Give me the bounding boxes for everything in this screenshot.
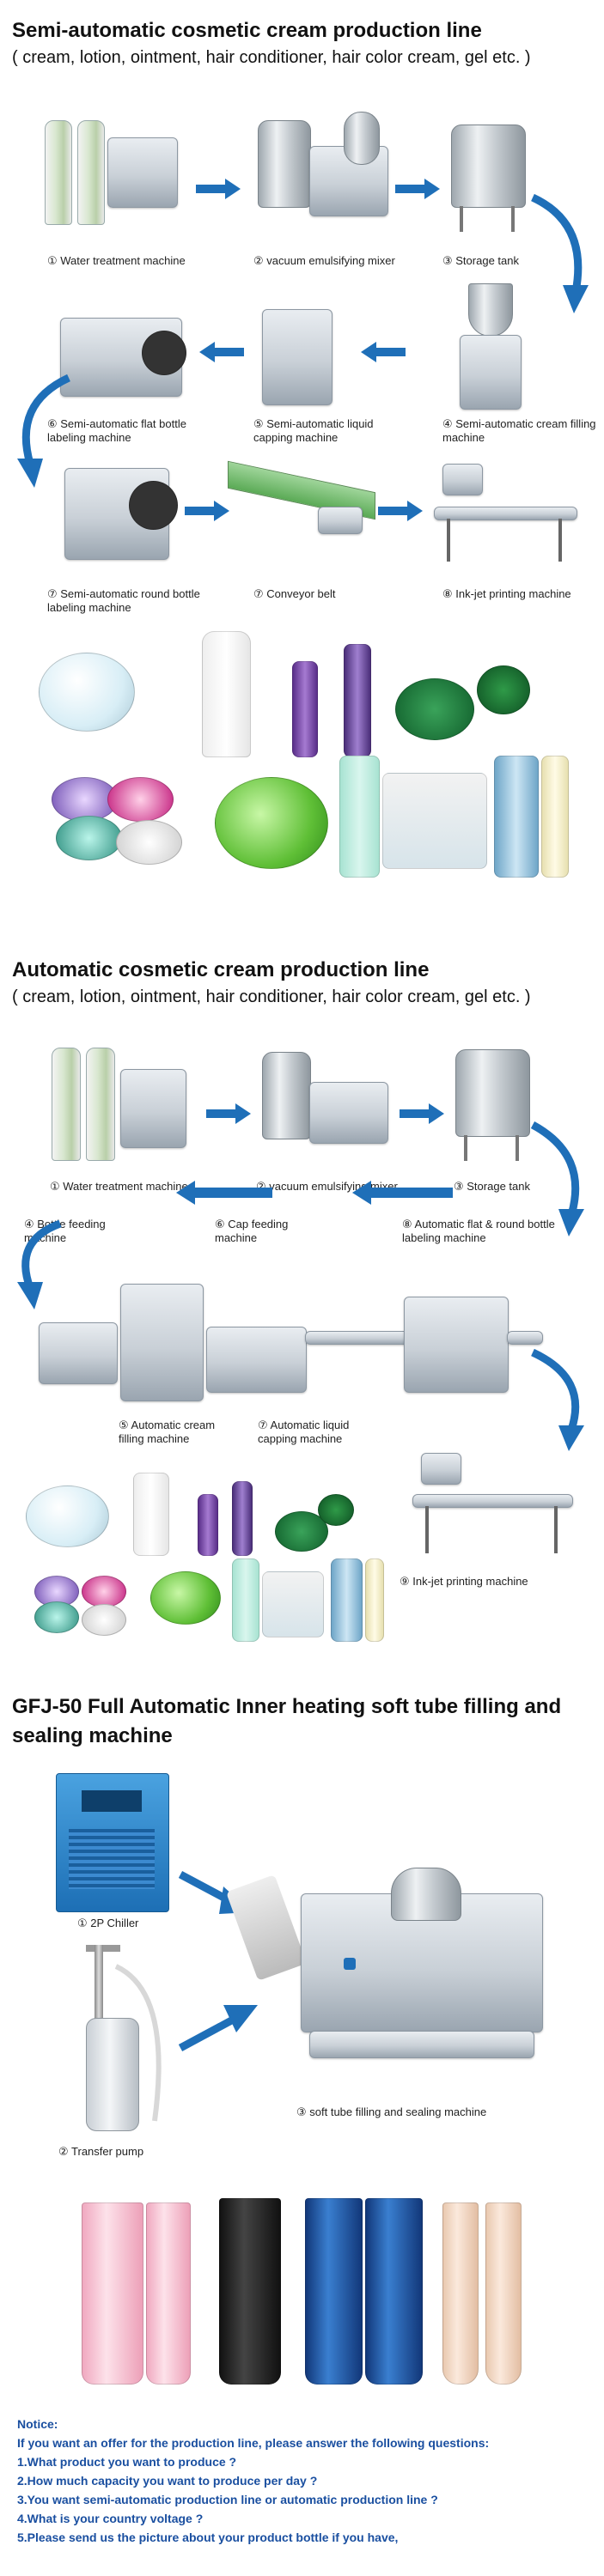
step-liquid-capping: ⑤ Semi-automatic liquid capping machine [253, 417, 374, 444]
step-ink-jet: ⑧ Ink-jet printing machine [442, 587, 571, 600]
step3-tube-machine: ③ soft tube filling and sealing machine [296, 2105, 487, 2118]
step2-storage-tank: ③ Storage tank [454, 1180, 530, 1193]
step2-labeling: ⑧ Automatic flat & round bottle labeling… [402, 1218, 555, 1244]
section1-subtitle: ( cream, lotion, ointment, hair conditio… [12, 48, 531, 67]
arrow-left-icon [195, 1188, 272, 1198]
step-cream-filling: ④ Semi-automatic cream filling machine [442, 417, 596, 444]
curved-arrow-icon [530, 1121, 584, 1236]
curved-arrow-icon [531, 193, 589, 313]
section1-title: Semi-automatic cosmetic cream production… [12, 19, 482, 42]
curved-arrow-icon [531, 1348, 584, 1451]
section3-title-line2: sealing machine [12, 1724, 173, 1747]
notice-question-3: 3.You want semi-automatic production lin… [17, 2493, 438, 2506]
arrow-right-icon [178, 2005, 258, 2051]
section2-title: Automatic cosmetic cream production line [12, 958, 430, 981]
section2-subtitle: ( cream, lotion, ointment, hair conditio… [12, 987, 531, 1006]
arrow-left-icon [361, 342, 376, 362]
arrow-left-icon [215, 348, 244, 356]
arrow-right-icon [424, 179, 440, 199]
notice-question-1: 1.What product you want to produce ? [17, 2455, 237, 2469]
step2-water-treatment: ① Water treatment machine [50, 1180, 188, 1193]
step-flat-labeling: ⑥ Semi-automatic flat bottle labeling ma… [47, 417, 186, 444]
step3-transfer-pump: ② Transfer pump [58, 2145, 144, 2158]
step-storage-tank: ③ Storage tank [442, 254, 519, 267]
notice-question-4: 4.What is your country voltage ? [17, 2512, 204, 2525]
arrow-left-icon [199, 342, 215, 362]
arrow-right-icon [196, 185, 225, 193]
step2-ink-jet: ⑨ Ink-jet printing machine [400, 1575, 528, 1588]
notice-question-2: 2.How much capacity you want to produce … [17, 2474, 318, 2488]
arrow-right-icon [214, 501, 229, 521]
arrow-left-icon [376, 348, 406, 356]
arrow-left-icon [176, 1181, 195, 1205]
notice-question-5: 5.Please send us the picture about your … [17, 2530, 399, 2544]
curved-arrow-icon [17, 1219, 62, 1309]
notice-block: Notice: If you want an offer for the pro… [17, 2415, 593, 2547]
arrow-right-icon [400, 1109, 429, 1118]
notice-heading: Notice: [17, 2417, 58, 2431]
step-round-labeling: ⑦ Semi-automatic round bottle labeling m… [47, 587, 200, 614]
arrow-right-icon [206, 1109, 235, 1118]
curved-arrow-icon [17, 374, 70, 488]
arrow-left-icon [371, 1188, 453, 1198]
step-water-treatment: ① Water treatment machine [47, 254, 186, 267]
arrow-right-icon [185, 507, 214, 515]
arrow-right-icon [378, 507, 407, 515]
step-conveyor-belt: ⑦ Conveyor belt [253, 587, 336, 600]
arrow-left-icon [352, 1181, 371, 1205]
arrow-right-icon [395, 185, 424, 193]
arrow-right-icon [429, 1103, 444, 1124]
step2-cream-filling: ⑤ Automatic cream filling machine [119, 1419, 216, 1445]
step2-cap-feeding: ⑥ Cap feeding machine [215, 1218, 289, 1244]
step2-liquid-capping: ⑦ Automatic liquid capping machine [258, 1419, 350, 1445]
section3-title-line1: GFJ-50 Full Automatic Inner heating soft… [12, 1695, 562, 1718]
step-vacuum-mixer: ② vacuum emulsifying mixer [253, 254, 395, 267]
arrow-right-icon [407, 501, 423, 521]
notice-intro: If you want an offer for the production … [17, 2436, 490, 2450]
arrow-right-icon [225, 179, 241, 199]
step3-chiller: ① 2P Chiller [77, 1917, 139, 1929]
arrow-right-icon [235, 1103, 251, 1124]
